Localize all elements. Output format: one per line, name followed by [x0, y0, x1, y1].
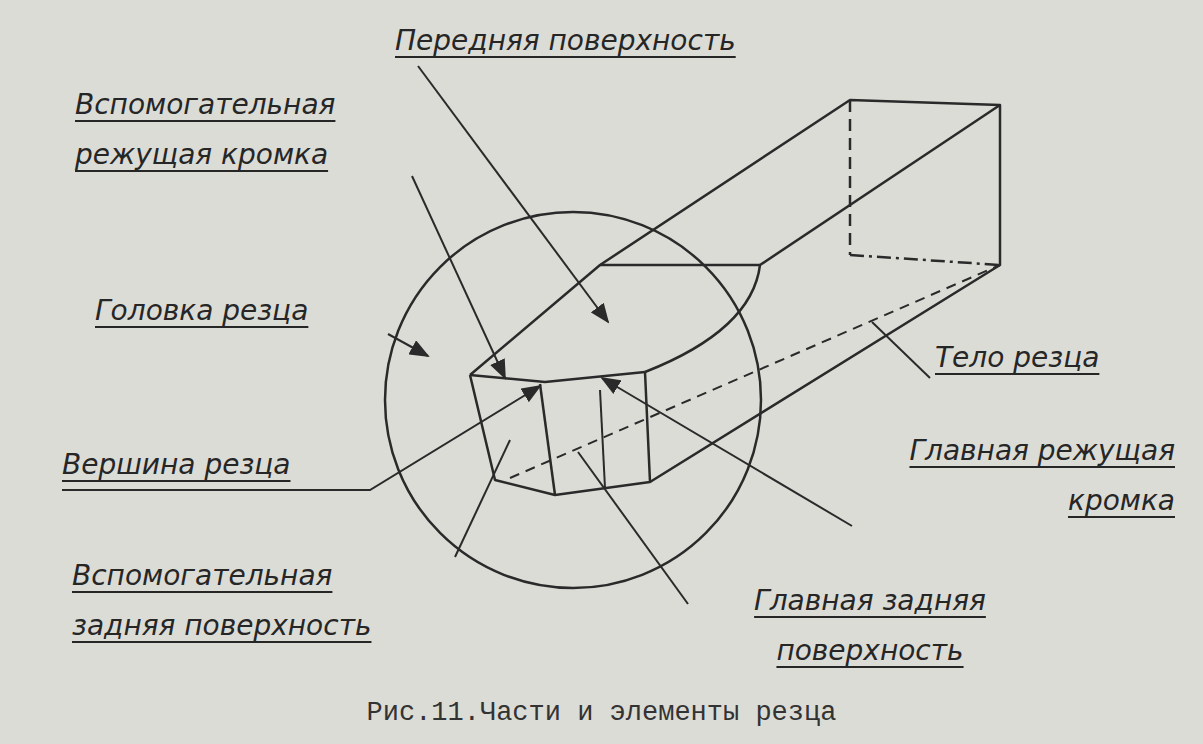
minor-edge-label: Вспомогательная режущая кромка [75, 80, 415, 180]
body-label: Тело резца [935, 333, 1185, 383]
major-edge-label: Главная режущая кромка [845, 426, 1175, 526]
tip-label: Вершина резца [62, 440, 372, 490]
minor-flank-label: Вспомогательная задняя поверхность [72, 551, 372, 651]
major-flank-label: Главная задняя поверхность [685, 576, 1055, 676]
rake-face-label: Передняя поверхность [395, 16, 875, 66]
head-label: Головка резца [95, 286, 395, 336]
figure-caption: Рис.11.Части и элементы резца [0, 698, 1203, 728]
